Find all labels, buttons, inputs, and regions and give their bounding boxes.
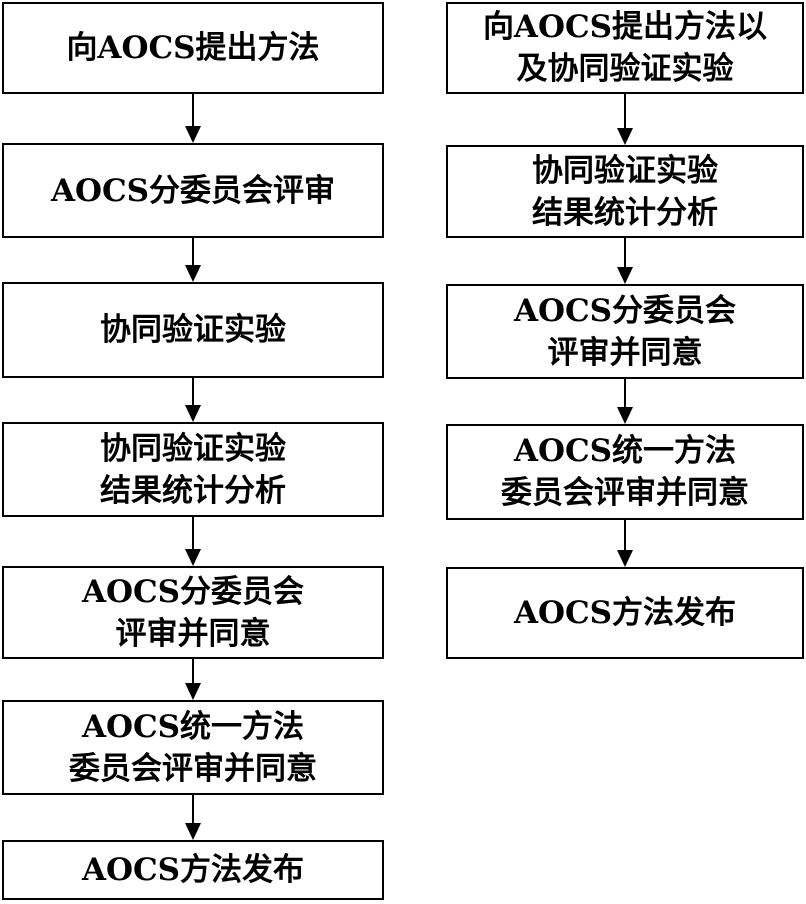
right-step-1: 向AOCS提出方法以 及协同验证实验 [446,2,804,94]
left-arrow-2 [181,238,205,282]
right-step-2: 协同验证实验 结果统计分析 [446,145,804,238]
left-step-2: AOCS分委员会评审 [2,143,384,238]
right-arrow-4 [613,520,637,567]
right-step-3: AOCS分委员会 评审并同意 [446,284,804,379]
left-step-1: 向AOCS提出方法 [2,2,384,94]
left-step-4: 协同验证实验 结果统计分析 [2,422,384,517]
left-arrow-5 [181,659,205,700]
left-arrow-3 [181,378,205,422]
right-arrow-3 [613,379,637,424]
left-step-5: AOCS分委员会 评审并同意 [2,566,384,659]
left-step-3: 协同验证实验 [2,282,384,378]
right-step-5: AOCS方法发布 [446,567,804,659]
left-arrow-6 [181,795,205,840]
left-arrow-4 [181,517,205,566]
right-arrow-1 [613,94,637,145]
left-step-6: AOCS统一方法 委员会评审并同意 [2,700,384,795]
left-arrow-1 [181,94,205,143]
right-arrow-2 [613,238,637,284]
left-step-7: AOCS方法发布 [2,840,384,900]
right-step-4: AOCS统一方法 委员会评审并同意 [446,424,804,520]
